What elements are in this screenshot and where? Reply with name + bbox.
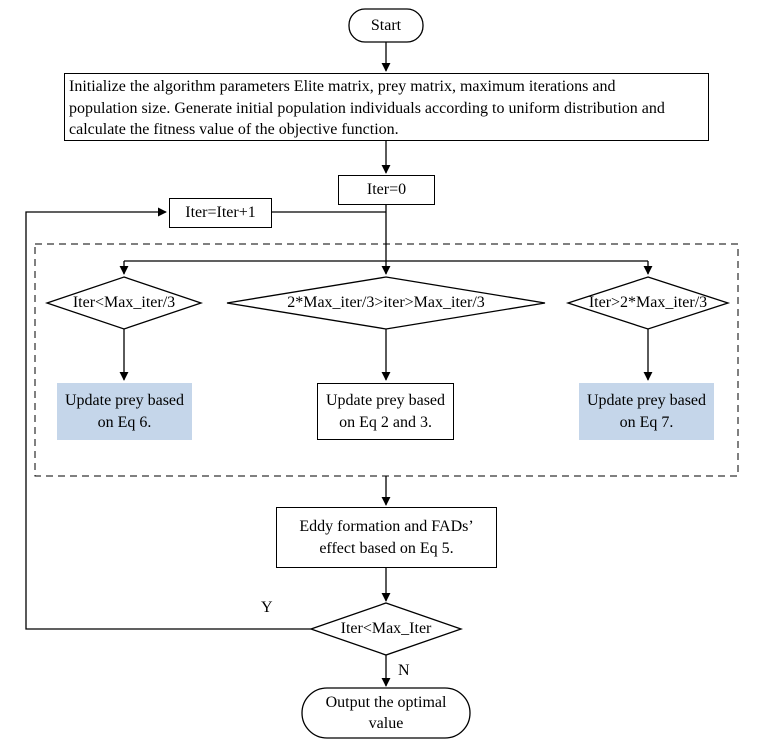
update-right-box: Update prey based on Eq 7. [579, 383, 714, 440]
eddy-process-box: Eddy formation and FADs’ effect based on… [276, 507, 497, 568]
output-line-2: value [368, 715, 404, 732]
update-right-line-1: Update prey based [586, 391, 707, 409]
loop-condition-label: Iter<Max_Iter [340, 620, 432, 637]
no-label: N [398, 662, 410, 679]
start-label: Start [370, 16, 402, 34]
init-line-3: calculate the fitness value of the objec… [69, 121, 399, 138]
iter-zero-box: Iter=0 [338, 175, 435, 205]
update-mid-box: Update prey based on Eq 2 and 3. [317, 383, 454, 440]
iter-increment-box: Iter=Iter+1 [169, 198, 272, 228]
update-left-line-1: Update prey based [64, 391, 185, 409]
output-label: Output the optimal value [302, 688, 470, 738]
line-loop-yes [25, 207, 311, 630]
terminator-start [348, 8, 424, 43]
update-left-box: Update prey based on Eq 6. [57, 383, 192, 440]
yes-label: Y [261, 599, 273, 616]
output-line-1: Output the optimal [325, 694, 447, 711]
eddy-line-2: effect based on Eq 5. [319, 539, 454, 557]
update-mid-line-1: Update prey based [325, 391, 446, 409]
init-process-box: Initialize the algorithm parameters Elit… [64, 73, 709, 141]
condition-mid-label: 2*Max_iter/3>iter>Max_iter/3 [287, 294, 485, 311]
condition-right-label: Iter>2*Max_iter/3 [588, 294, 708, 311]
update-right-line-2: on Eq 7. [619, 413, 674, 431]
update-mid-line-2: on Eq 2 and 3. [339, 413, 432, 431]
condition-left-label: Iter<Max_iter/3 [72, 294, 176, 311]
update-left-line-2: on Eq 6. [97, 413, 152, 431]
eddy-line-1: Eddy formation and FADs’ [299, 517, 474, 535]
init-line-1: Initialize the algorithm parameters Elit… [69, 78, 616, 95]
init-line-2: population size. Generate initial popula… [69, 99, 665, 117]
terminator-output [301, 687, 471, 739]
